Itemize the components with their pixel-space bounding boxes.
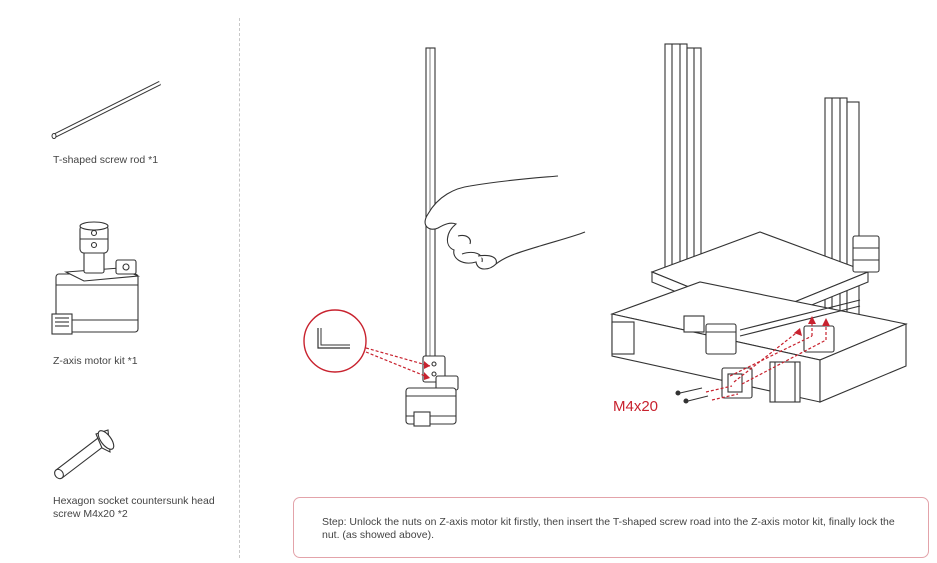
part-label-motor-kit: Z-axis motor kit *1 bbox=[53, 355, 138, 367]
step-instructions-text: Step: Unlock the nuts on Z-axis motor ki… bbox=[322, 516, 895, 541]
motor-kit-illustration bbox=[51, 221, 141, 335]
part-label-screw-rod: T-shaped screw rod *1 bbox=[53, 154, 159, 166]
screw-size-label: M4x20 bbox=[613, 398, 659, 415]
column-divider bbox=[239, 18, 240, 558]
allen-key-callout bbox=[303, 309, 431, 380]
hand-and-rod-illustration bbox=[405, 47, 586, 427]
part-label-countersunk-screw: Hexagon socket countersunk head screw M4… bbox=[53, 495, 215, 520]
step-instructions-box: Step: Unlock the nuts on Z-axis motor ki… bbox=[293, 497, 929, 558]
assembly-guide-lines bbox=[705, 316, 830, 401]
countersunk-screw-illustration bbox=[54, 429, 115, 480]
printer-frame-illustration bbox=[610, 43, 908, 404]
screw-rod-illustration bbox=[51, 80, 162, 139]
